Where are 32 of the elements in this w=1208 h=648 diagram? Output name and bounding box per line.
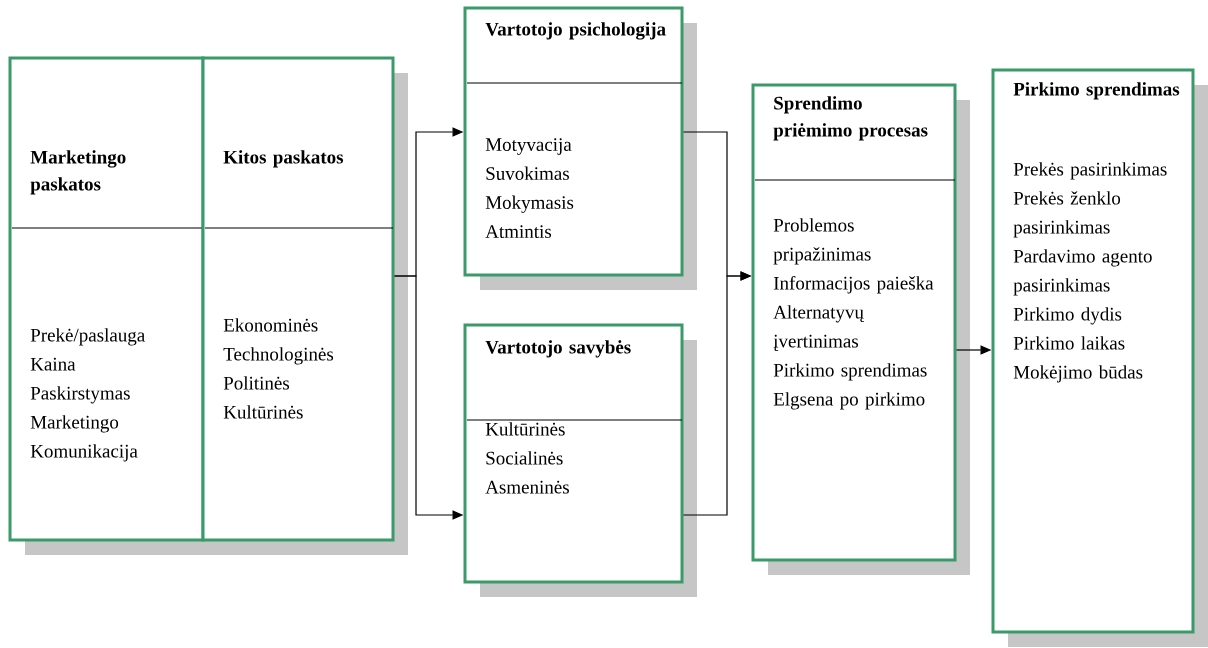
- list-item: Elgsena po pirkimo: [773, 392, 925, 410]
- heading: Marketingo paskatos: [30, 150, 126, 195]
- list-item: Pirkimo dydis: [1013, 307, 1122, 325]
- list-item: Asmeninės: [485, 480, 569, 494]
- list-item: Mokymasis: [485, 195, 574, 213]
- list-item: Suvokimas: [486, 166, 569, 180]
- list-item: Alternatyvų įvertinimas: [773, 305, 864, 352]
- list-item: Socialinės: [486, 451, 563, 465]
- list-item: Problemos pripažinimas: [773, 218, 871, 265]
- list-item: Ekonominės: [223, 318, 318, 332]
- list-item: Politinės: [223, 376, 290, 390]
- list-item: Technologinės: [223, 347, 334, 365]
- heading: Sprendimo priėmimo procesas: [773, 96, 928, 141]
- heading: Vartotojo psichologija: [485, 22, 666, 40]
- list-item: Paskirstymas: [30, 386, 130, 404]
- list-item: Prekės ženklo pasirinkimas: [1013, 191, 1121, 238]
- list-item: Kultūrinės: [485, 422, 565, 436]
- list-item: Pirkimo laikas: [1013, 336, 1125, 350]
- list-item: Mokėjimo būdas: [1013, 365, 1143, 383]
- list-item: Prekės pasirinkimas: [1013, 162, 1167, 180]
- heading: Pirkimo sprendimas: [1013, 82, 1180, 100]
- list-item: Pardavimo agento pasirinkimas: [1013, 249, 1152, 296]
- list-item: Motyvacija: [485, 138, 572, 155]
- list-item: Marketingo Komunikacija: [30, 415, 138, 462]
- list-item: Pirkimo sprendimas: [773, 363, 927, 381]
- heading: Kitos paskatos: [223, 150, 344, 168]
- list-item: Kultūrinės: [223, 405, 303, 419]
- list-item: Atmintis: [485, 225, 552, 238]
- list-item: Kaina: [30, 357, 76, 371]
- list-item: Informacijos paieška: [773, 276, 934, 294]
- heading: Vartotojo savybės: [485, 340, 631, 358]
- list-item: Prekė/paslauga: [30, 328, 145, 346]
